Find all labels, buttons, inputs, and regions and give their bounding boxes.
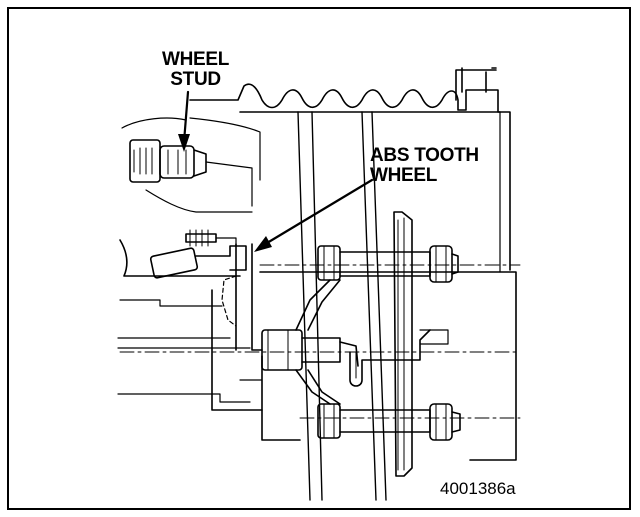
center-bolt: [261, 279, 449, 405]
brake-drum: [189, 67, 511, 273]
axle-housing: [119, 111, 521, 501]
steering-knuckle: [117, 117, 253, 403]
abs-sensor: [149, 229, 247, 279]
wheel-stud-label: WHEEL STUD: [162, 50, 229, 90]
abs-tooth-wheel-label: ABS TOOTH WHEEL: [370, 146, 479, 186]
abs-tooth-wheel-label-line-1: ABS TOOTH: [370, 145, 479, 166]
wheel-stud-part: [129, 139, 253, 207]
bottom-bolt: [317, 403, 461, 441]
wheel-stud-label-line-2: STUD: [170, 69, 221, 90]
flange-plate: [393, 211, 413, 477]
abs-tooth-wheel-part: [211, 243, 263, 411]
top-bolt: [317, 245, 459, 283]
leader-arrowheads: [178, 134, 272, 252]
leader-lines: [182, 90, 374, 248]
wheel-stud-label-line-1: WHEEL: [162, 49, 230, 70]
abs-tooth-wheel-label-line-2: WHEEL: [370, 165, 438, 186]
figure-frame: [7, 7, 631, 510]
figure-number: 4001386a: [440, 479, 516, 498]
